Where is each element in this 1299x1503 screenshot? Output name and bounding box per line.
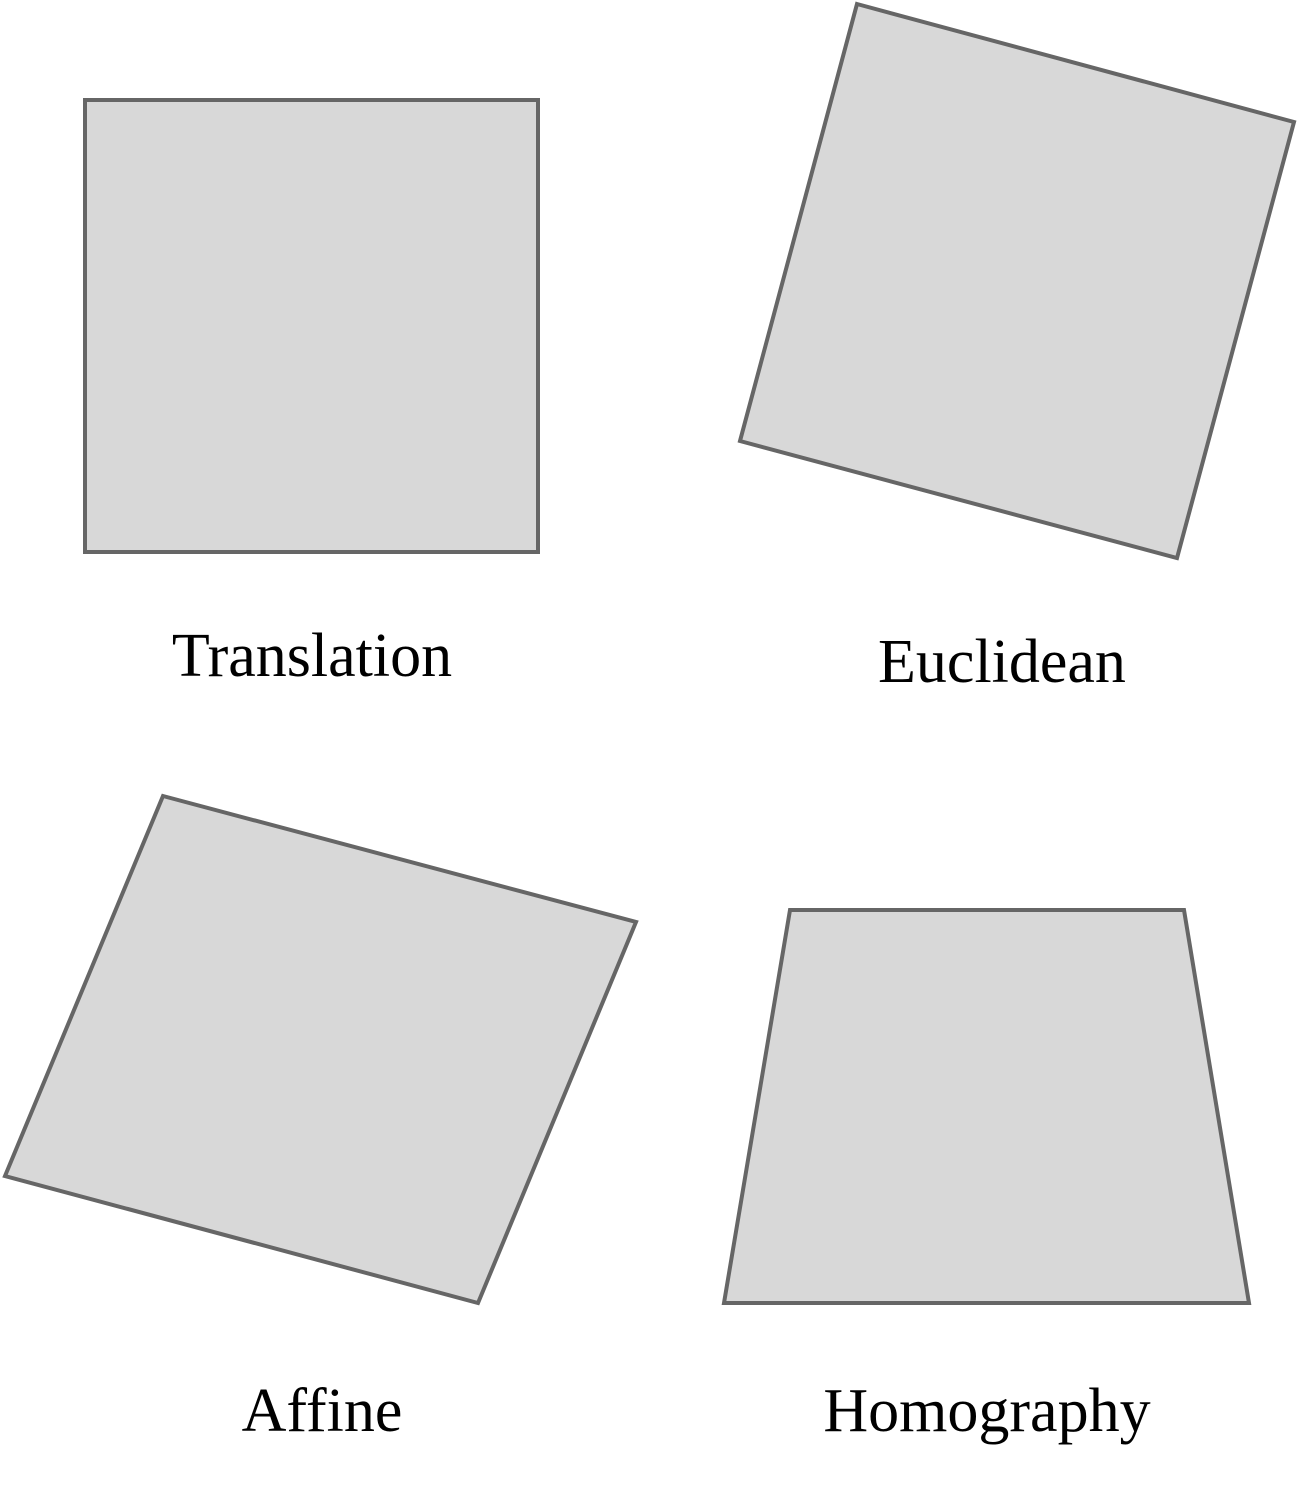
homography-trapezoid — [721, 908, 1252, 1305]
affine-label: Affine — [242, 1377, 403, 1445]
panel-translation: Translation — [83, 98, 540, 690]
panel-homography: Homography — [721, 908, 1252, 1445]
affine-parallelogram — [2, 793, 639, 1306]
translation-label: Translation — [172, 622, 452, 690]
euclidean-label: Euclidean — [878, 628, 1126, 696]
translation-square — [83, 98, 540, 554]
homography-label: Homography — [823, 1377, 1150, 1445]
panel-affine: Affine — [2, 793, 639, 1445]
panel-euclidean: Euclidean — [737, 1, 1297, 696]
euclidean-square — [737, 1, 1297, 561]
